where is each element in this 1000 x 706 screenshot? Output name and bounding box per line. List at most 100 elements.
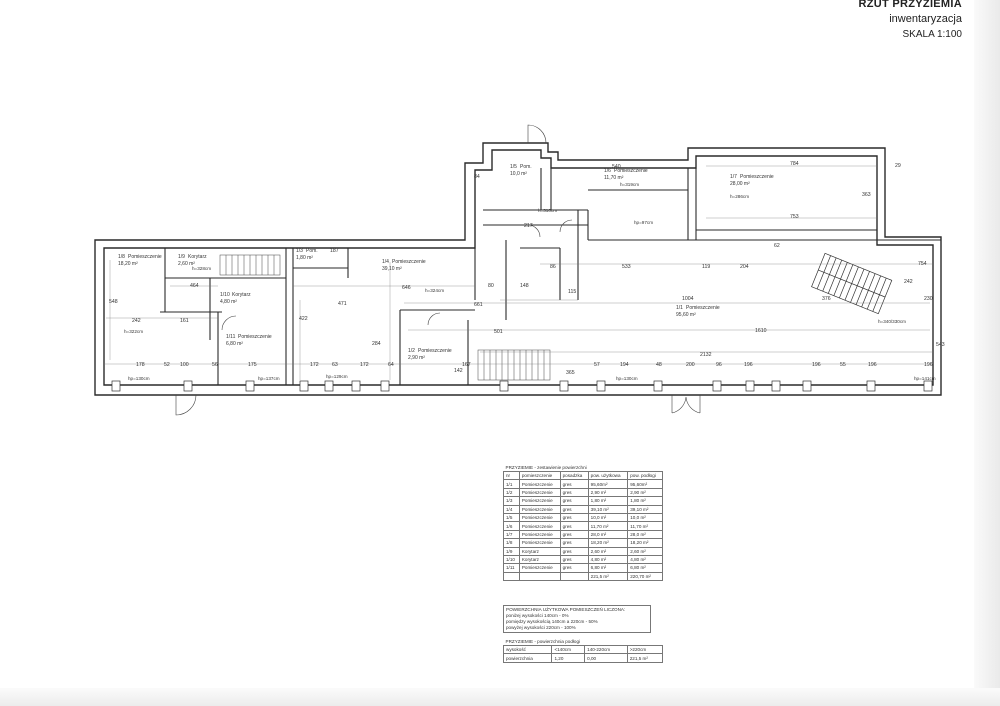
page-edge-right: [974, 0, 1000, 706]
svg-text:hp=141cm: hp=141cm: [914, 376, 936, 381]
drawing-subtitle: inwentaryzacja: [889, 13, 962, 25]
svg-text:204: 204: [740, 264, 749, 270]
room-label: 1/1: [676, 305, 683, 311]
page-edge-bottom: [0, 688, 1000, 706]
room-label: 1/8: [118, 254, 125, 260]
svg-text:h=286cm: h=286cm: [730, 194, 749, 199]
svg-text:115: 115: [568, 289, 576, 295]
outer-walls: [94, 142, 942, 396]
svg-text:194: 194: [620, 362, 629, 368]
svg-text:284: 284: [372, 341, 381, 347]
svg-text:h=322cm: h=322cm: [124, 329, 143, 334]
room-label: 1/11: [226, 334, 236, 340]
room-label: Pomieszczenie: [128, 254, 162, 260]
svg-text:96: 96: [716, 362, 722, 368]
svg-text:52: 52: [164, 362, 170, 368]
note-line: powyżej wysokości 220cm - 100%: [506, 625, 576, 630]
svg-text:172: 172: [360, 362, 369, 368]
svg-text:754: 754: [918, 261, 927, 267]
room-label: 1/5: [510, 164, 517, 170]
note-line: pomiędzy wysokością 140cm a 220cm - 50%: [506, 619, 598, 624]
svg-text:196: 196: [744, 362, 753, 368]
room-area: 6,80 m²: [226, 341, 243, 347]
svg-text:196: 196: [924, 362, 933, 368]
svg-text:hp=130cm: hp=130cm: [128, 376, 150, 381]
svg-text:h=319cm: h=319cm: [620, 182, 639, 187]
svg-text:167: 167: [462, 362, 471, 368]
room-area: 1,80 m²: [296, 255, 313, 261]
svg-text:196: 196: [812, 362, 821, 368]
svg-text:62: 62: [774, 243, 780, 249]
note-title: POWIERZCHNIA UŻYTKOWA POMIESZCZEŃ LICZON…: [506, 607, 626, 612]
room-area: 4,80 m²: [220, 299, 237, 305]
svg-text:242: 242: [904, 279, 913, 285]
svg-text:64: 64: [388, 362, 394, 368]
interior-walls: [160, 168, 941, 385]
svg-text:230: 230: [924, 296, 933, 302]
room-area: 95,60 m²: [676, 312, 696, 318]
room-area: 39,10 m²: [382, 266, 402, 272]
room-label: 1/2: [408, 348, 415, 354]
svg-text:142: 142: [454, 368, 463, 374]
svg-text:h=340/330cm: h=340/330cm: [878, 319, 906, 324]
room-label: Pom.: [520, 164, 532, 170]
room-label: 1/9: [178, 254, 185, 260]
room-label: Korytarz: [232, 292, 251, 298]
room-label: Pomieszczenie: [614, 168, 648, 174]
svg-text:175: 175: [248, 362, 257, 368]
svg-text:100: 100: [180, 362, 189, 368]
room-label: Pomieszczenie: [238, 334, 272, 340]
room-label: 1/6: [604, 168, 611, 174]
svg-text:2132: 2132: [700, 352, 712, 358]
svg-text:196: 196: [868, 362, 877, 368]
svg-text:242: 242: [132, 318, 141, 324]
svg-text:1004: 1004: [682, 296, 694, 302]
stairs-left: [219, 254, 281, 276]
svg-text:753: 753: [790, 214, 799, 220]
room-label: 1/10: [220, 292, 230, 298]
svg-text:119: 119: [702, 264, 710, 270]
svg-text:57: 57: [594, 362, 600, 368]
svg-text:661: 661: [474, 302, 483, 308]
svg-text:h=324cm: h=324cm: [425, 288, 444, 293]
svg-text:784: 784: [790, 161, 799, 167]
usable-area-note: POWIERZCHNIA UŻYTKOWA POMIESZCZEŃ LICZON…: [503, 605, 651, 633]
svg-text:172: 172: [310, 362, 319, 368]
room-labels: 1/8 Pomieszczenie 18,20 m² 1/9 Korytarz …: [118, 164, 774, 361]
dimension-labels: 540 784 753 533 119 204 754 1004 1610 21…: [109, 161, 945, 376]
height-labels: h=328cm h=324cm h=322cm h=319cm h=286cm …: [124, 182, 936, 381]
svg-text:187: 187: [330, 248, 339, 254]
svg-text:363: 363: [862, 192, 871, 198]
front-windows: [111, 380, 933, 392]
room-area: 2,60 m²: [178, 261, 195, 267]
svg-text:hp=130cm: hp=130cm: [616, 376, 638, 381]
door-swings: [175, 124, 701, 416]
svg-text:hp=97cm: hp=97cm: [634, 220, 653, 225]
svg-text:501: 501: [494, 329, 503, 335]
svg-text:56: 56: [212, 362, 218, 368]
room-area: 18,20 m²: [118, 261, 138, 267]
svg-text:422: 422: [299, 316, 308, 322]
svg-text:148: 148: [520, 283, 529, 289]
svg-text:540: 540: [612, 164, 621, 170]
room-label: Pom.: [306, 248, 318, 254]
area-schedule-caption: PRZYZIEMIE - zestawienie powierzchni: [505, 465, 587, 470]
svg-text:200: 200: [686, 362, 695, 368]
svg-text:646: 646: [402, 285, 411, 291]
svg-text:h=328cm: h=328cm: [192, 266, 211, 271]
svg-text:533: 533: [622, 264, 631, 270]
room-area: 2,90 m²: [408, 355, 425, 361]
room-area: 28,00 m²: [730, 181, 750, 187]
stairs-center: [477, 349, 551, 381]
